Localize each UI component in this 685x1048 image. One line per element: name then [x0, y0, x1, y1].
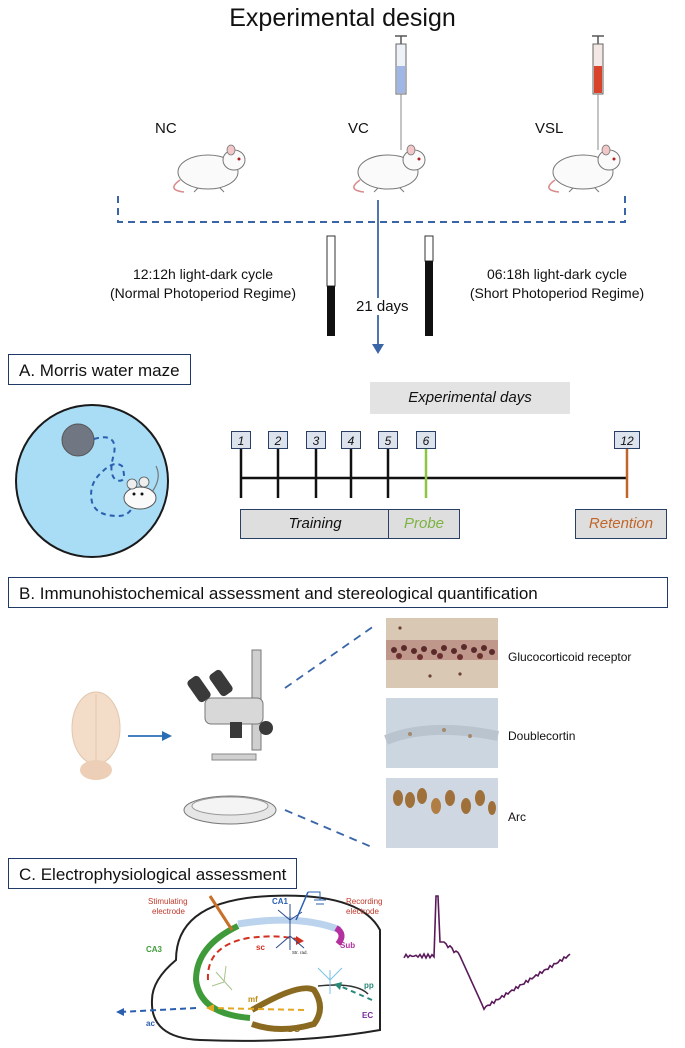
platform [61, 423, 95, 457]
day-box-4: 4 [341, 431, 361, 449]
rat-icon-nc [173, 144, 246, 193]
ac-label: ac [146, 1019, 155, 1028]
normal-cycle-text: 12:12h light-dark cycle (Normal Photoper… [88, 265, 318, 303]
micrograph-glucocorticoid [386, 618, 498, 688]
rec-label-2: electrode [346, 907, 379, 916]
group-bracket [117, 196, 626, 223]
sc-pathway [206, 935, 301, 981]
hippocampus-diagram: Stimulating electrode Recording electrod… [116, 891, 571, 1042]
rat-icon-vc [353, 144, 426, 193]
dg-label: DG [288, 1025, 300, 1034]
micrograph-arc [386, 778, 498, 848]
retention-label: Retention [575, 509, 667, 539]
field-potential-trace [403, 895, 571, 1011]
duration-label: 21 days [356, 298, 409, 315]
normal-cycle-line2: (Normal Photoperiod Regime) [110, 285, 296, 301]
experimental-days-label: Experimental days [370, 382, 570, 414]
stim-label: Stimulating [148, 897, 188, 906]
ca1-label: CA1 [272, 897, 289, 906]
sub-label: Sub [340, 941, 355, 950]
short-cycle-line2: (Short Photoperiod Regime) [469, 285, 645, 301]
rat-icon-vsl [548, 144, 621, 193]
mouse-icon [123, 465, 159, 510]
section-b-title: B. Immunohistochemical assessment and st… [8, 577, 668, 608]
short-cycle-line1: 06:18h light-dark cycle [486, 266, 628, 282]
stain-label-gr: Glucocorticoid receptor [508, 650, 632, 664]
syringe-icon-vc [395, 35, 407, 150]
experimental-design-diagram [117, 35, 626, 354]
section-a-title: A. Morris water maze [8, 354, 191, 385]
page-title: Experimental design [229, 4, 456, 32]
dg-neuron [317, 967, 343, 994]
water-maze-diagram [15, 404, 629, 558]
zoom-line-top [284, 625, 375, 689]
group-label-vsl: VSL [535, 120, 564, 137]
stim-label-2: electrode [152, 907, 185, 916]
str-rad-label: Str. rad. [292, 950, 308, 955]
ca1-band [237, 916, 342, 934]
group-label-nc: NC [155, 120, 177, 137]
ca3-neuron [211, 965, 233, 991]
ca3-label: CA3 [146, 945, 163, 954]
day-box-12: 12 [614, 431, 640, 449]
sub-band [334, 925, 345, 946]
training-label: Training [240, 509, 390, 539]
pp-pathway [339, 985, 373, 1001]
ca3-band [192, 923, 251, 1021]
day-box-1: 1 [231, 431, 251, 449]
stain-label-dcx: Doublecortin [508, 729, 576, 743]
dg-band [250, 985, 323, 1032]
short-cycle-text: 06:18h light-dark cycle (Short Photoperi… [442, 265, 672, 303]
ec-label: EC [362, 1011, 373, 1020]
day-box-2: 2 [268, 431, 288, 449]
mf-pathway [211, 1007, 305, 1011]
swim-path [90, 436, 133, 518]
syringe-icon-vsl [592, 35, 604, 150]
pp-label: pp [364, 981, 374, 990]
immuno-diagram [71, 618, 500, 849]
stimulating-electrode [208, 895, 234, 931]
ca1-neuron [275, 904, 305, 950]
micrograph-doublecortin [384, 698, 500, 768]
normal-cycle-line1: 12:12h light-dark cycle [132, 266, 274, 282]
group-label-vc: VC [348, 120, 369, 137]
ac-pathway [119, 1007, 197, 1013]
rec-label: Recording [346, 897, 382, 906]
light-bar-short [424, 235, 434, 336]
recording-electrode [295, 891, 309, 921]
light-bar-normal [326, 235, 336, 336]
day-box-5: 5 [378, 431, 398, 449]
mf-label: mf [248, 995, 258, 1004]
day-box-6: 6 [416, 431, 436, 449]
section-c-title: C. Electrophysiological assessment [8, 858, 298, 889]
brain-icon [71, 691, 121, 780]
probe-label: Probe [388, 509, 460, 539]
stain-label-arc: Arc [508, 810, 526, 824]
water-pool [15, 404, 169, 558]
sc-label: sc [256, 943, 265, 952]
microscope-icon [183, 649, 277, 825]
day-box-3: 3 [306, 431, 326, 449]
zoom-line-bottom [284, 809, 375, 849]
